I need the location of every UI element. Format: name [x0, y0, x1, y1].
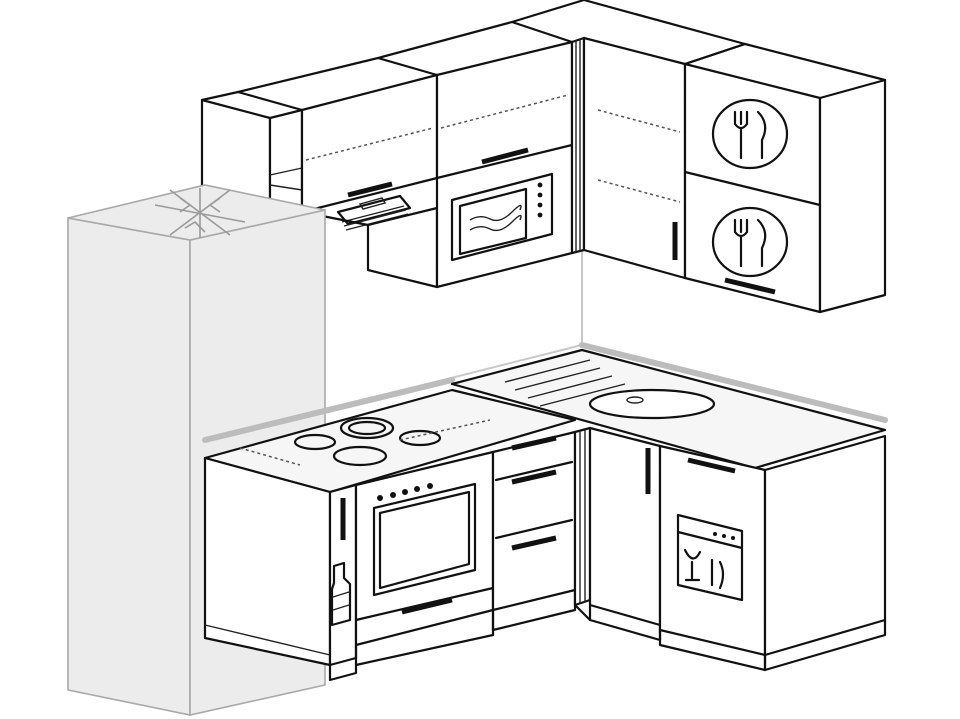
- fork-knife-icon: [711, 98, 789, 170]
- microwave: [450, 172, 554, 262]
- base-corner-post: [573, 426, 592, 607]
- upper-cabinet-right-2: [683, 42, 887, 314]
- base-cabinet-left-end: [203, 456, 332, 667]
- fork-knife-icon: [711, 206, 789, 278]
- base-cabinet-right-door: [588, 426, 662, 642]
- sink: [504, 359, 716, 420]
- oven: [354, 450, 495, 667]
- bottle-icon: [330, 561, 352, 627]
- dishwasher-icon: [676, 513, 744, 602]
- plinth: [328, 603, 592, 682]
- snowflake-icon: [154, 188, 246, 238]
- upper-corner-post: [570, 36, 586, 255]
- drawer-stack: [491, 430, 577, 632]
- base-cabinet-right-end: [763, 434, 887, 672]
- cooktop: [239, 416, 491, 467]
